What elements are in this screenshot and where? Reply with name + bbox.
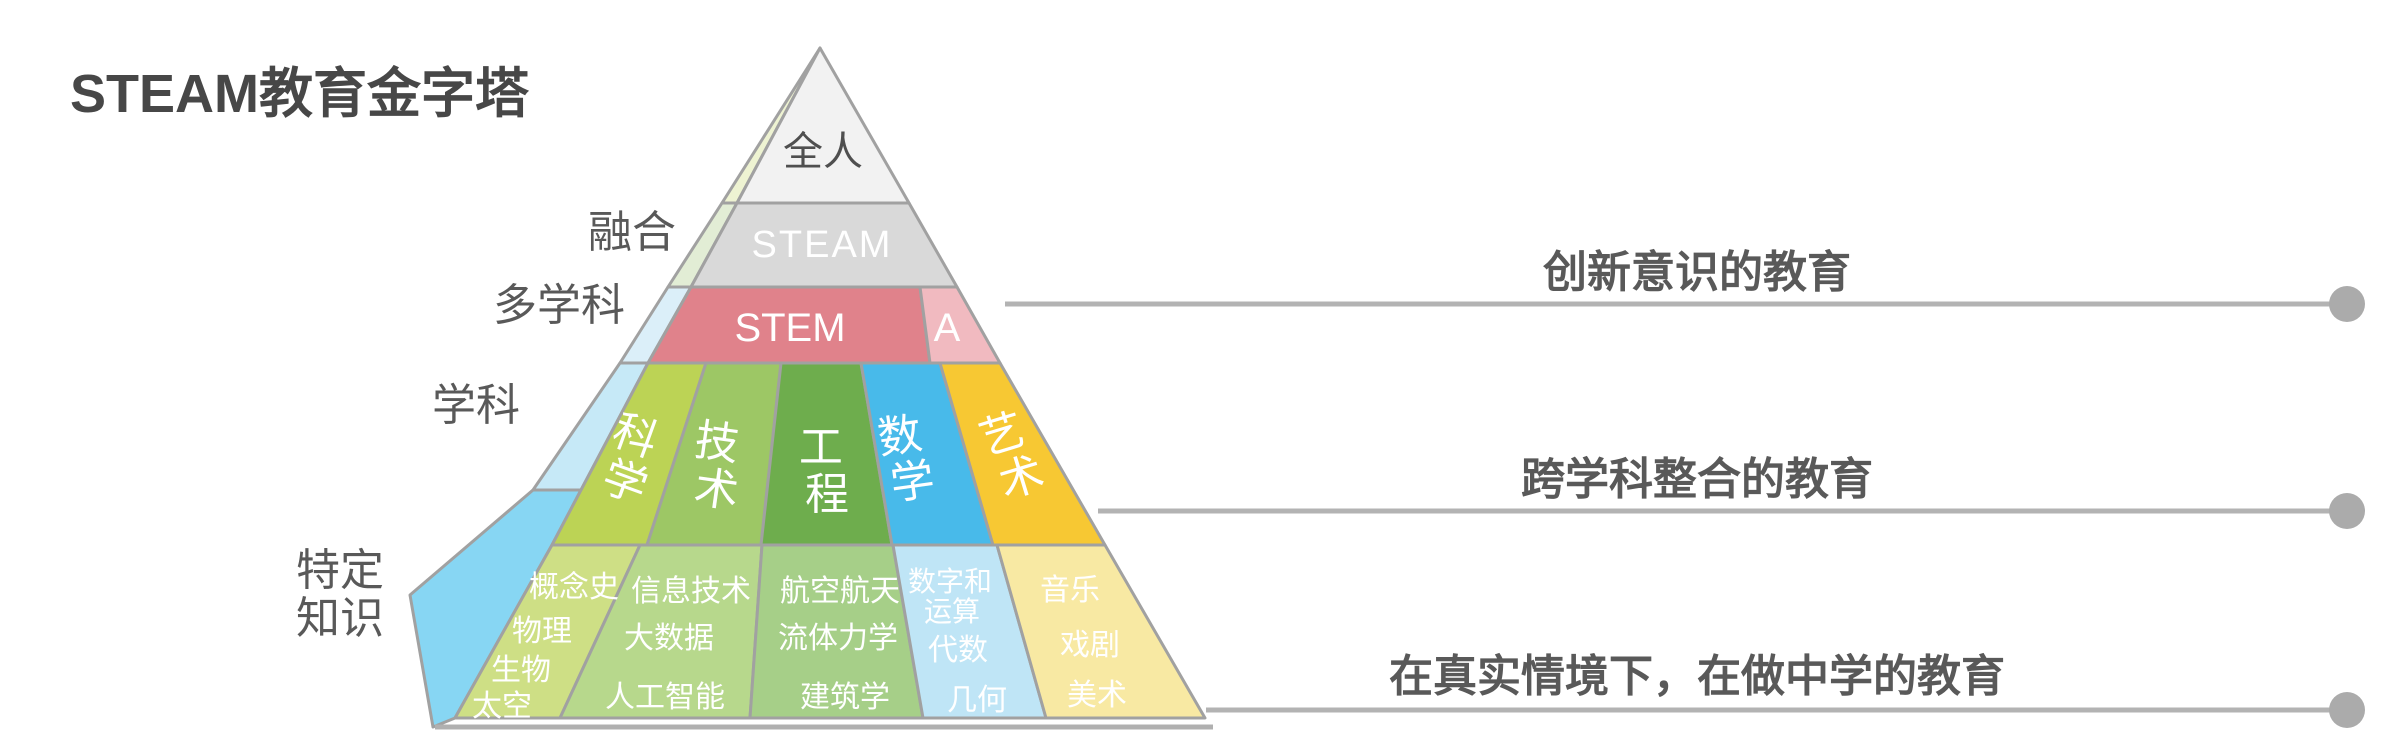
- discipline-label-engineering: 工 程: [799, 423, 855, 519]
- discipline-label-math: 数 学: [875, 407, 944, 510]
- level-label-stem: STEM: [734, 306, 845, 350]
- annotation-text-innovation: 创新意识的教育: [1543, 248, 1851, 297]
- knowledge-label: 戏剧: [1060, 629, 1120, 662]
- knowledge-label: 数字和: [908, 566, 992, 597]
- side-label-specific-line1: 特定: [296, 546, 384, 595]
- level-label-a: A: [934, 306, 961, 350]
- knowledge-label: 生物: [491, 654, 551, 687]
- knowledge-label: 运算: [924, 596, 980, 627]
- level-whole-person: [735, 46, 911, 205]
- side-label-specific-line2: 知识: [296, 594, 384, 643]
- knowledge-label: 几何: [947, 684, 1007, 717]
- knowledge-label: 信息技术: [631, 575, 751, 608]
- knowledge-label: 音乐: [1040, 574, 1100, 607]
- side-label-fusion: 融合: [588, 208, 676, 257]
- knowledge-label: 太空: [472, 690, 532, 723]
- knowledge-label: 代数: [928, 634, 988, 667]
- side-label-multidiscipline: 多学科: [493, 281, 625, 330]
- annotation-dot-3: [2329, 692, 2365, 728]
- knowledge-label: 人工智能: [605, 681, 725, 714]
- knowledge-label: 大数据: [624, 622, 714, 655]
- knowledge-label: 建筑学: [800, 681, 890, 714]
- discipline-label-technology: 技 术: [685, 415, 754, 518]
- annotation-dot-1: [2329, 286, 2365, 322]
- knowledge-label: 流体力学: [778, 622, 898, 655]
- knowledge-label: 物理: [512, 615, 572, 648]
- level-label-steam: STEAM: [752, 224, 893, 266]
- side-label-discipline: 学科: [432, 381, 520, 430]
- page-title: STEAM教育金字塔: [70, 64, 530, 124]
- annotation-text-interdisciplinary: 跨学科整合的教育: [1521, 455, 1873, 504]
- annotation-dot-2: [2329, 493, 2365, 529]
- knowledge-label: 航空航天: [780, 575, 900, 608]
- level-label-whole-person: 全人: [783, 130, 863, 174]
- annotation-text-learning-by-doing: 在真实情境下，在做中学的教育: [1389, 652, 2005, 701]
- knowledge-label: 概念史: [529, 571, 619, 604]
- knowledge-art-column: [995, 543, 1207, 720]
- knowledge-label: 美术: [1067, 679, 1127, 712]
